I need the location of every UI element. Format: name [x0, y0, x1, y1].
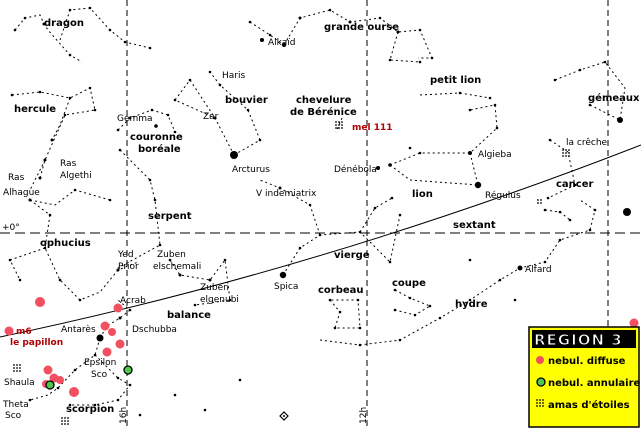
star-alfard [517, 265, 523, 271]
constellation-chevelure: chevelure [296, 95, 352, 106]
star-label-haris: Haris [222, 71, 245, 81]
legend-title: REGION 3 [534, 331, 623, 349]
star-label-yed-prior-2: Prior [118, 262, 139, 272]
legend-ring-nebula-icon [536, 377, 546, 387]
constellation-couronne-2: boréale [138, 143, 181, 155]
constellation-hydre: hydre [455, 299, 488, 310]
field-stars [8, 6, 623, 417]
star-label-theta-sco: Theta [2, 400, 29, 410]
constellation-vierge: vierge [334, 250, 370, 261]
star-label-theta-sco-2: Sco [5, 411, 22, 421]
star-label-zuben-elschemali: Zuben [157, 250, 186, 260]
star-label-shaula: Shaula [4, 378, 35, 388]
star-label-ras-alhague-2: Alhague [3, 188, 40, 198]
star-label-spica: Spica [274, 282, 298, 292]
constellation-couronne: couronne [130, 132, 183, 143]
star-denebola [376, 166, 380, 170]
constellation-balance: balance [167, 310, 211, 321]
ra-label-12h: 12h [359, 407, 369, 424]
legend-cluster-icon [536, 399, 544, 407]
ring-nebulae [45, 365, 133, 390]
star-spica [279, 271, 287, 279]
star-label-epsilon-sco-2: Sco [91, 370, 108, 380]
star-label-la-creche: la crêche [566, 137, 608, 148]
legend-diffuse-nebula-icon [536, 356, 544, 364]
star-label-ras-algethi-2: Algethi [60, 171, 92, 181]
constellation-petit-lion: petit lion [430, 75, 481, 86]
star-label-zar: Zar [203, 112, 219, 122]
object-label-le-papillon: le papillon [10, 338, 63, 348]
star-label-zuben-elschemali-2: elschemali [153, 262, 201, 272]
star-label-ras-algethi: Ras [60, 159, 77, 169]
ra-label-16h: 16h [119, 407, 129, 424]
star-label-zuben-elgenubi: Zuben [200, 283, 229, 293]
star-label-epsilon-sco: Epsilon [84, 358, 116, 368]
constellation-coupe: coupe [392, 278, 426, 289]
star-label-alfard: Alfard [525, 265, 552, 275]
star-regulus [474, 181, 482, 189]
constellation-corbeau: corbeau [318, 285, 364, 296]
star-label-acrab: Acrab [120, 296, 146, 306]
legend-label-annulaire: nebul. annulaire [548, 378, 641, 389]
legend: REGION 3 nebul. diffuse nebul. annulaire… [528, 326, 641, 428]
ecliptic [0, 144, 641, 338]
star-label-vindemiatrix: V indemiatrix [256, 189, 317, 199]
constellation-gemeaux: gémeaux [588, 92, 640, 104]
constellation-dragon: dragon [44, 18, 84, 29]
bright-stars [96, 38, 631, 342]
star-label-algieba: Algieba [478, 150, 512, 160]
constellation-lion: lion [412, 189, 433, 200]
star-label-regulus: Régulus [485, 190, 521, 201]
star-alkaid [260, 38, 264, 42]
constellation-bouvier: bouvier [225, 95, 268, 106]
legend-label-diffuse: nebul. diffuse [548, 356, 626, 367]
constellation-grande-ourse: grande ourse [324, 22, 399, 33]
constellation-cancer: cancer [556, 179, 594, 190]
constellation-serpent: serpent [148, 211, 192, 222]
star-label-denebola: Dénébola [334, 164, 377, 175]
legend-title-bar [532, 330, 636, 348]
star-label-alkaid: Alkaïd [268, 38, 295, 48]
constellation-sextant: sextant [453, 220, 496, 231]
star-antares [96, 334, 104, 342]
star-label-antares: Antarès [61, 324, 96, 335]
star-label-dschubba: Dschubba [132, 325, 177, 335]
star-arcturus [230, 151, 238, 159]
diffuse-nebulae [4, 297, 639, 397]
star-label-zuben-elgenubi-2: elgenubi [200, 295, 239, 305]
constellation-ophucius: ophucius [40, 238, 91, 249]
star-unnamed-right [623, 208, 631, 216]
constellation-scorpion: scorpion [66, 404, 114, 415]
constellation-chevelure-2: de Bérénice [290, 106, 357, 118]
object-label-m6: m6 [16, 327, 32, 337]
constellation-hercule: hercule [14, 104, 56, 115]
object-label-mel111: mel 111 [352, 123, 393, 133]
star-label-gemma: Gemma [117, 114, 153, 124]
star-label-yed-prior: Yed [117, 250, 134, 260]
star-label-ras-alhague: Ras [8, 173, 25, 183]
equator-label: +0° [2, 223, 20, 233]
star-gemma [154, 124, 158, 128]
legend-label-amas: amas d'étoiles [548, 399, 630, 411]
star-clusters [13, 121, 570, 425]
star-label-arcturus: Arcturus [232, 165, 270, 175]
